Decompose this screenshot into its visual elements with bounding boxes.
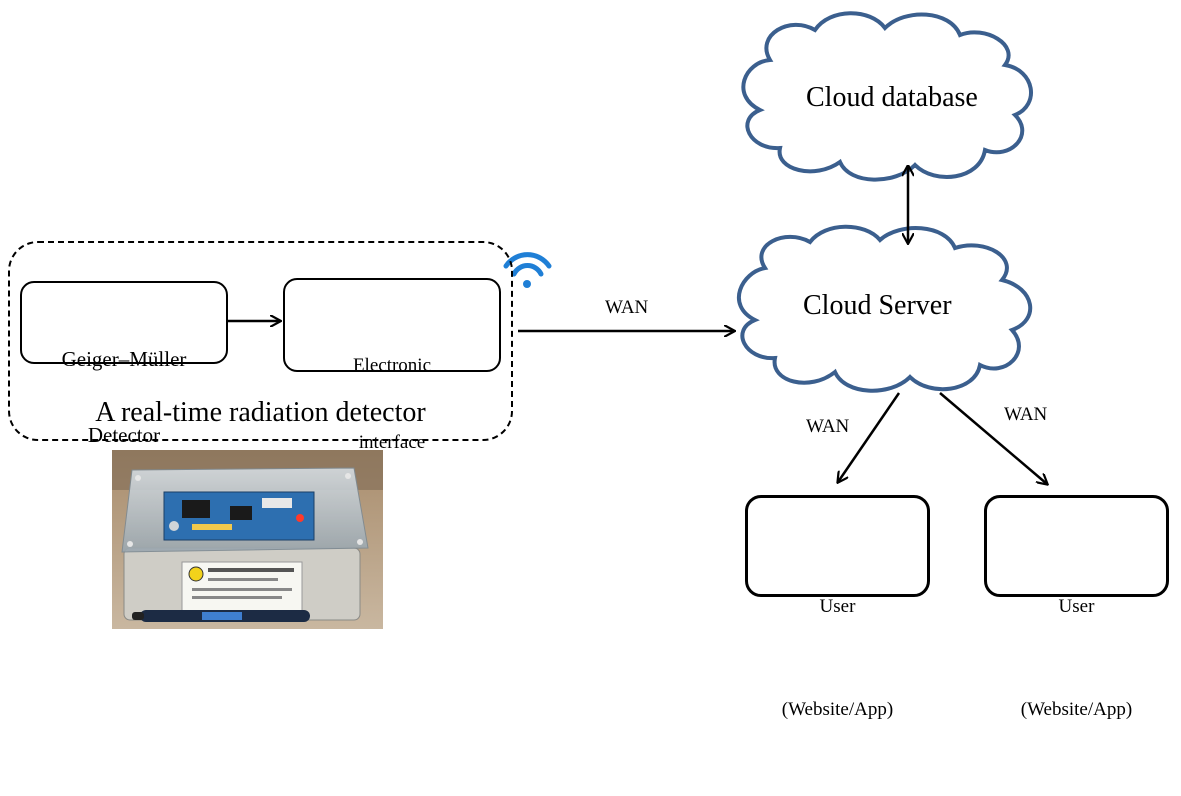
cloud-database-shape — [741, 11, 1033, 182]
cloud-database-label: Cloud database — [806, 82, 978, 113]
gm-label-line2: Detector — [87, 422, 161, 447]
server-to-user1-arrow — [838, 392, 901, 482]
wifi-icon — [503, 252, 552, 288]
user-box-1: User (Website/App) — [745, 495, 930, 720]
user1-label-line1: User — [819, 596, 856, 618]
wan-label-right: WAN — [1004, 404, 1048, 425]
detector-group — [8, 241, 513, 441]
interface-label-line1: Electronic — [352, 355, 432, 377]
electronic-interface-box: Electronic interface — [283, 278, 501, 453]
geiger-muller-box: Geiger–Müller Detector — [20, 281, 228, 447]
diagram-canvas — [228, 11, 1181, 629]
user2-label-line1: User — [1058, 596, 1095, 618]
interface-label-line2: interface — [358, 432, 426, 454]
wan-label-main: WAN — [605, 297, 649, 318]
detector-group-label: A real-time radiation detector — [95, 397, 426, 428]
user-box-2: User (Website/App) — [984, 495, 1169, 720]
user2-label-line2: (Website/App) — [1020, 698, 1133, 720]
gm-label-line1: Geiger–Müller — [61, 347, 187, 372]
wan-label-left: WAN — [806, 416, 850, 437]
cloud-server-shape — [736, 224, 1033, 393]
server-to-user2-arrow — [939, 392, 1047, 484]
detector-device-photo — [112, 450, 383, 629]
user1-label-line2: (Website/App) — [781, 698, 894, 720]
cloud-server-label: Cloud Server — [803, 290, 952, 321]
